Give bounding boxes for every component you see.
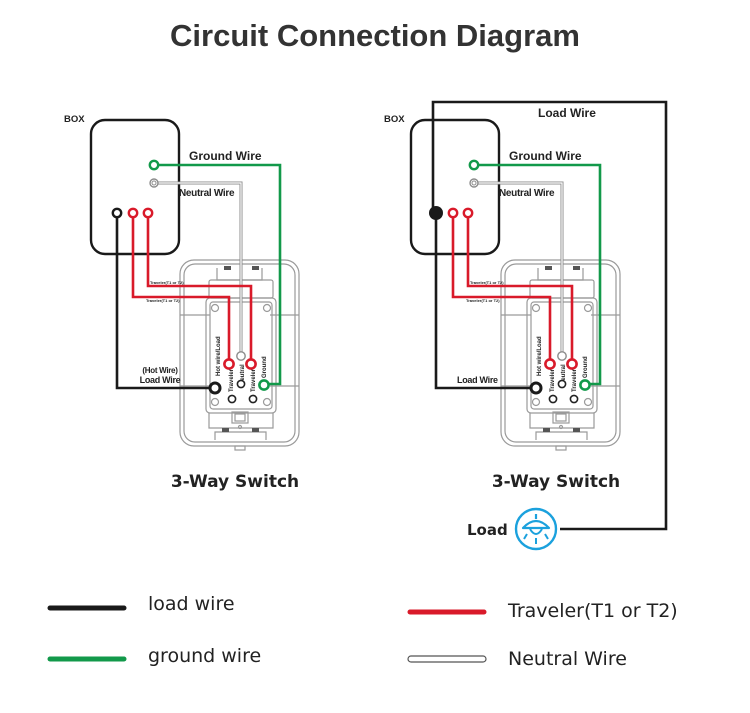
traveler-terminal-box-1 [462, 207, 474, 219]
traveler-terminal-switch-1 [566, 358, 578, 370]
ground-wire-label: Ground Wire [509, 149, 582, 163]
diagram-left: BOX Ground Wire [64, 114, 300, 492]
load-terminal-box [111, 207, 123, 219]
traveler-label-1: Traveler(T1 or T2) [470, 280, 504, 285]
terminal-label-hot: Hot wire/Load [537, 336, 543, 376]
traveler-label-2: Traveler(T1 or T2) [466, 298, 500, 303]
ground-wire [159, 163, 282, 386]
terminal-label-hot: Hot wire/Load [216, 336, 222, 376]
ground-terminal-switch [579, 379, 591, 391]
legend-item-load: load wire [47, 593, 235, 615]
traveler-label-1: Traveler(T1 or T2) [150, 280, 184, 285]
neutral-terminal-switch [557, 351, 567, 361]
load-wire [434, 213, 531, 390]
terminal-label-neutral: Neutral [240, 364, 246, 385]
box-label: BOX [384, 114, 405, 125]
switch-label: 3-Way Switch [171, 472, 299, 492]
legend-item-neutral: Neutral Wire [407, 648, 627, 670]
neutral-terminal-switch [236, 351, 246, 361]
ground-wire-label: Ground Wire [189, 149, 262, 163]
load-wire [115, 218, 210, 390]
junction-box [89, 118, 181, 256]
load-terminal-switch [208, 381, 222, 395]
neutral-terminal-box [149, 178, 159, 188]
ground-terminal-box [468, 159, 480, 171]
traveler-label-2: Traveler(T1 or T2) [146, 298, 180, 303]
load-wire-label: Load Wire [457, 375, 498, 385]
terminal-label-traveler-1: Traveler [229, 368, 235, 392]
legend-label-load: load wire [148, 593, 235, 615]
traveler-terminal-switch-2 [544, 358, 556, 370]
traveler-terminal-switch-2 [223, 358, 235, 370]
traveler-wire-1 [466, 218, 574, 361]
legend-label-neutral: Neutral Wire [508, 648, 627, 670]
legend-item-ground: ground wire [47, 645, 261, 667]
traveler-terminal-box-2 [447, 207, 459, 219]
load-splice [429, 206, 443, 220]
hot-wire-label: (Hot Wire) [142, 366, 178, 375]
load-device-label: Load [467, 521, 508, 539]
legend-swatch-neutral [407, 655, 487, 663]
ground-terminal-box [148, 159, 160, 171]
terminal-label-traveler-1: Traveler [550, 368, 556, 392]
neutral-wire-label: Neutral Wire [499, 188, 555, 199]
legend-label-ground: ground wire [148, 645, 261, 667]
terminal-label-traveler-2: Traveler [251, 368, 257, 392]
neutral-terminal-box [469, 178, 479, 188]
ground-terminal-switch [258, 379, 270, 391]
traveler-terminal-box-1 [142, 207, 154, 219]
terminal-label-traveler-2: Traveler [572, 368, 578, 392]
top-load-wire-label: Load Wire [538, 106, 596, 120]
switch-label: 3-Way Switch [492, 472, 620, 492]
traveler-wire-1 [146, 218, 253, 361]
traveler-wire-2 [451, 218, 552, 361]
diagram-right: BOX Load Wire [384, 100, 668, 551]
terminal-label-ground: Ground [262, 356, 268, 378]
junction-box [409, 118, 501, 256]
traveler-terminal-switch-1 [245, 358, 257, 370]
load-wire-to-lamp [431, 100, 668, 531]
traveler-terminal-box-2 [127, 207, 139, 219]
page-title: Circuit Connection Diagram [170, 18, 580, 53]
ground-wire [479, 163, 602, 386]
load-wire-label: Load Wire [140, 375, 181, 385]
box-label: BOX [64, 114, 85, 125]
neutral-wire-label: Neutral Wire [179, 188, 235, 199]
terminal-label-ground: Ground [583, 356, 589, 378]
legend: load wire ground wire Traveler(T1 or T2)… [47, 593, 678, 670]
load-terminal-switch [529, 381, 543, 395]
ceiling-lamp-icon [514, 507, 558, 551]
terminal-label-neutral: Neutral [561, 364, 567, 385]
traveler-wire-2 [131, 218, 231, 361]
legend-label-traveler: Traveler(T1 or T2) [507, 600, 678, 622]
legend-item-traveler: Traveler(T1 or T2) [407, 600, 678, 622]
